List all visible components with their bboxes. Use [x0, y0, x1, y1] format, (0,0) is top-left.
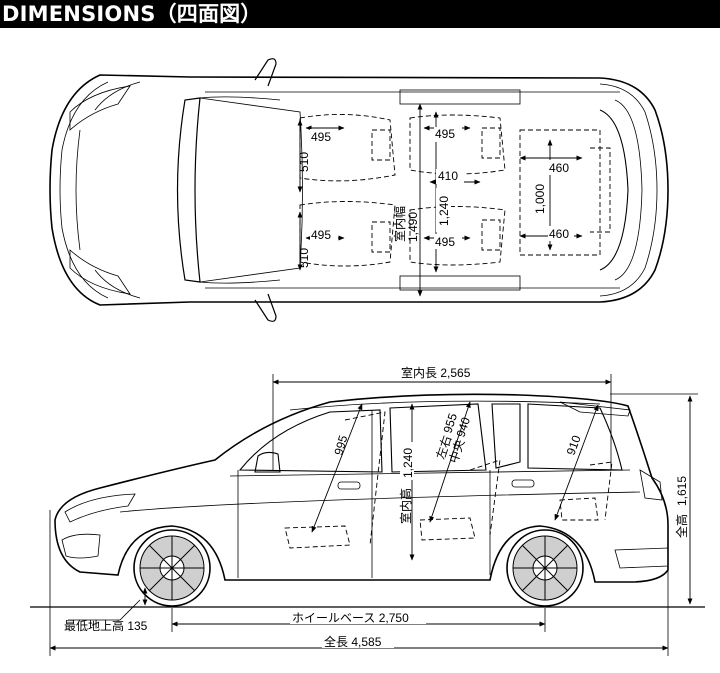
- label-second-row-center: 410: [438, 169, 458, 183]
- label-overall-length: 全長 4,585: [324, 634, 382, 649]
- label-front-seat-width-lower: 495: [311, 228, 331, 242]
- label-third-row-length: 1,000: [533, 184, 547, 214]
- label-center-length: 1,240: [437, 196, 451, 226]
- side-view-car: [30, 393, 705, 608]
- label-front-seat-depth-lower: 510: [297, 248, 311, 268]
- label-front-seat-width-upper: 495: [311, 130, 331, 144]
- header-bar: DIMENSIONS（四面図）: [0, 0, 720, 28]
- label-second-row-width-upper: 495: [435, 127, 455, 141]
- label-second-row-width-lower: 495: [435, 235, 455, 249]
- label-overall-height-value: 1,615: [675, 476, 689, 506]
- label-ground-clearance: 最低地上高 135: [64, 618, 148, 633]
- label-wheelbase: ホイールベース 2,750: [292, 611, 409, 625]
- label-interior-height-value: 1,240: [401, 448, 415, 478]
- label-interior-length: 室内長 2,565: [401, 365, 471, 380]
- label-second-headroom-lr-value: 955: [441, 411, 461, 435]
- label-second-headroom-center-name: 中央: [446, 437, 468, 464]
- label-second-headroom-lr-name: 左右: [433, 433, 455, 460]
- label-second-headroom-center-value: 940: [454, 415, 474, 439]
- label-third-row-width-lower: 460: [549, 227, 569, 241]
- label-interior-height-name: 室内高: [398, 488, 413, 524]
- top-view-car: [49, 58, 669, 322]
- label-overall-height-name: 全高: [674, 514, 689, 538]
- top-view-labels: 495 495 510 510 495 410 495 1,240 室内幅 1,…: [297, 127, 574, 268]
- label-third-headroom: 910: [564, 433, 584, 457]
- label-front-headroom: 995: [331, 433, 350, 456]
- label-interior-width-name: 室内幅: [392, 206, 407, 242]
- side-view-labels: 室内長 2,565 995 室内高 1,240 左右 955 中央 940 91…: [64, 364, 689, 649]
- label-interior-width-value: 1,490: [406, 212, 420, 242]
- label-front-seat-depth-upper: 510: [297, 152, 311, 172]
- page-title: DIMENSIONS（四面図）: [2, 2, 262, 26]
- label-third-row-width-upper: 460: [549, 161, 569, 175]
